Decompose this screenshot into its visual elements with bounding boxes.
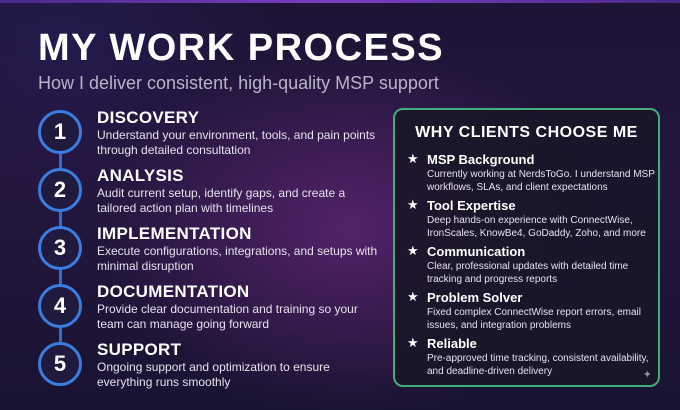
step-analysis: 2 ANALYSIS Audit current setup, identify… — [38, 166, 388, 222]
step-title: IMPLEMENTATION — [97, 224, 252, 243]
reason-title: Communication — [427, 244, 526, 259]
reason-title: MSP Background — [427, 152, 535, 167]
step-description: Execute configurations, integrations, an… — [97, 244, 378, 273]
reason-title: Problem Solver — [427, 290, 523, 305]
step-description: Audit current setup, identify gaps, and … — [97, 186, 346, 215]
page-title: MY WORK PROCESS — [38, 27, 445, 69]
step-documentation: 4 DOCUMENTATION Provide clear documentat… — [38, 282, 388, 338]
step-title: ANALYSIS — [97, 166, 184, 185]
step-description: Ongoing support and optimization to ensu… — [97, 360, 330, 389]
sparkle-icon: ✦ — [642, 368, 652, 381]
reason-title: Tool Expertise — [427, 198, 516, 213]
step-title: DOCUMENTATION — [97, 282, 250, 301]
step-number-badge: 5 — [38, 342, 82, 386]
step-title: SUPPORT — [97, 340, 182, 359]
panel-title: WHY CLIENTS CHOOSE ME — [415, 124, 638, 141]
top-accent-line — [0, 0, 680, 3]
reason-description: Pre-approved time tracking, consistent a… — [427, 353, 649, 377]
process-steps: 1 DISCOVERY Understand your environment,… — [38, 108, 388, 398]
star-icon: ★ — [407, 290, 419, 305]
step-discovery: 1 DISCOVERY Understand your environment,… — [38, 108, 388, 164]
step-description: Understand your environment, tools, and … — [97, 128, 376, 157]
reason-description: Currently working at NerdsToGo. I unders… — [427, 169, 655, 193]
star-icon: ★ — [407, 336, 419, 351]
step-number-badge: 2 — [38, 168, 82, 212]
why-clients-panel: WHY CLIENTS CHOOSE ME ★ MSP Background C… — [393, 108, 660, 387]
step-number-badge: 4 — [38, 284, 82, 328]
step-title: DISCOVERY — [97, 108, 200, 127]
reason-description: Clear, professional updates with detaile… — [427, 261, 629, 285]
step-number-badge: 1 — [38, 110, 82, 154]
reason-title: Reliable — [427, 336, 477, 351]
reason-description: Fixed complex ConnectWise report errors,… — [427, 307, 641, 331]
reason-description: Deep hands-on experience with ConnectWis… — [427, 215, 646, 239]
step-implementation: 3 IMPLEMENTATION Execute configurations,… — [38, 224, 388, 280]
step-number-badge: 3 — [38, 226, 82, 270]
step-description: Provide clear documentation and training… — [97, 302, 358, 331]
page-subtitle: How I deliver consistent, high-quality M… — [38, 73, 439, 93]
star-icon: ★ — [407, 152, 419, 167]
step-support: 5 SUPPORT Ongoing support and optimizati… — [38, 340, 388, 396]
star-icon: ★ — [407, 244, 419, 259]
star-icon: ★ — [407, 198, 419, 213]
